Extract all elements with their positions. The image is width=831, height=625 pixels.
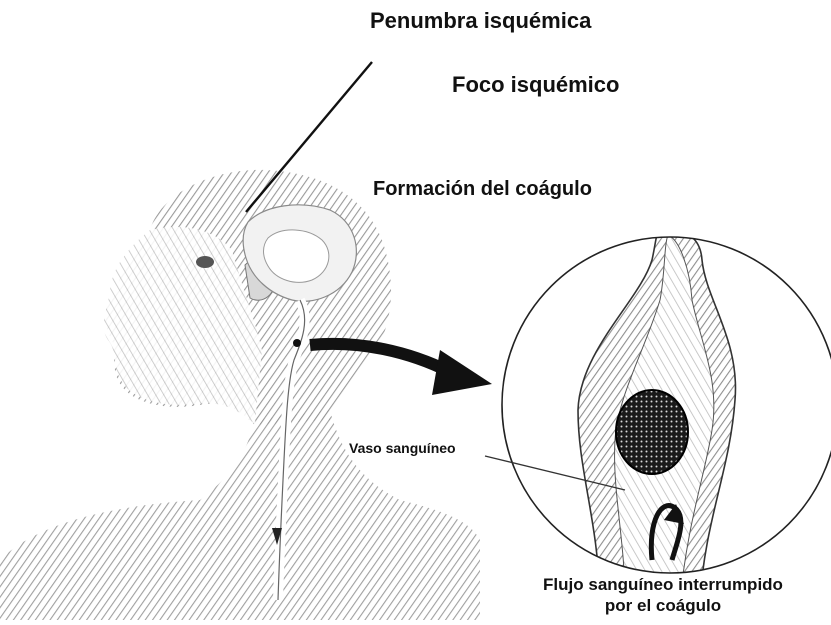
label-vaso-sanguineo: Vaso sanguíneo	[349, 440, 456, 456]
clot-marker	[293, 339, 301, 347]
blood-clot	[616, 390, 688, 474]
label-flujo-interrumpido: Flujo sanguíneo interrumpido por el coág…	[498, 574, 828, 616]
label-flujo-line1: Flujo sanguíneo interrumpido	[498, 574, 828, 595]
magnified-vessel-view	[502, 230, 831, 600]
label-penumbra-isquemica: Penumbra isquémica	[370, 8, 591, 34]
label-formacion-coagulo: Formación del coágulo	[373, 178, 592, 201]
human-figure	[0, 170, 480, 620]
eye	[196, 256, 214, 268]
label-foco-isquemico: Foco isquémico	[452, 72, 619, 98]
label-flujo-line2: por el coágulo	[498, 595, 828, 616]
